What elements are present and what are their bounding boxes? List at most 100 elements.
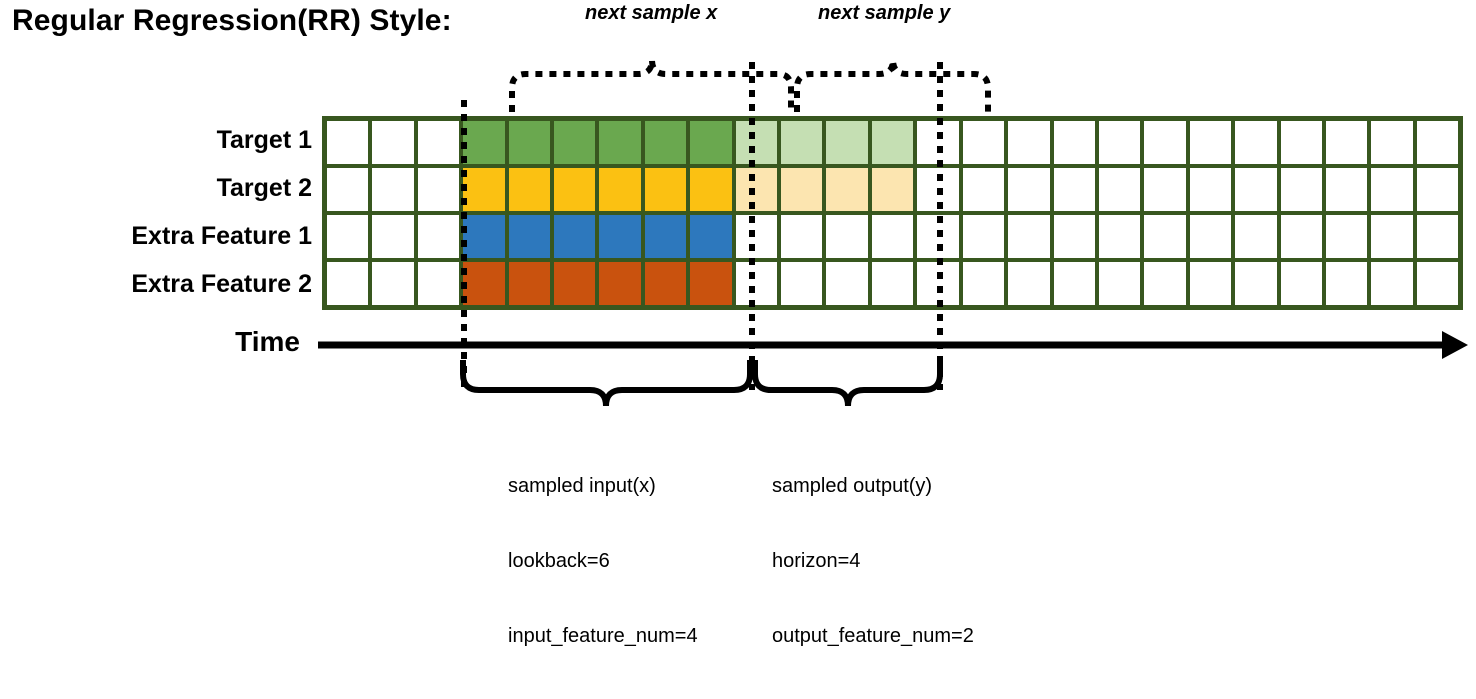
grid-row-extra-feature-1 xyxy=(327,215,1459,258)
annotation-sampled-output: sampled output(y) horizon=4 output_featu… xyxy=(772,424,974,699)
grid-cell xyxy=(1008,168,1050,211)
grid-cell xyxy=(1189,215,1232,258)
grid-cell xyxy=(1416,262,1459,305)
grid-cell xyxy=(1189,168,1232,211)
grid-cell xyxy=(781,215,823,258)
grid-cell xyxy=(508,215,551,258)
grid-cell xyxy=(463,121,505,164)
grid-cell xyxy=(917,262,959,305)
grid-cell xyxy=(1235,215,1277,258)
grid-cell xyxy=(826,168,868,211)
annotation-input-line1: sampled input(x) xyxy=(508,475,656,497)
annotation-sampled-input: sampled input(x) lookback=6 input_featur… xyxy=(508,424,698,699)
grid-cell xyxy=(735,215,778,258)
row-label-extra-feature-2: Extra Feature 2 xyxy=(131,270,312,298)
caption-next-sample-x: next sample x xyxy=(585,2,718,24)
grid-cell xyxy=(690,215,732,258)
grid-cell xyxy=(554,215,596,258)
grid-cell xyxy=(962,215,1005,258)
caption-next-sample-y: next sample y xyxy=(818,2,951,24)
grid-cell xyxy=(1280,168,1322,211)
grid-cell xyxy=(962,262,1005,305)
row-label-target-1: Target 1 xyxy=(216,126,312,154)
grid-cell xyxy=(826,215,868,258)
grid-cell xyxy=(1144,121,1186,164)
grid-cell xyxy=(1098,121,1141,164)
grid-cell xyxy=(1098,262,1141,305)
grid-cell xyxy=(1235,262,1277,305)
annotation-input-line3: input_feature_num=4 xyxy=(508,625,698,647)
annotation-output-line3: output_feature_num=2 xyxy=(772,625,974,647)
grid-cell xyxy=(1189,121,1232,164)
brace-sampled-output xyxy=(752,360,943,407)
row-label-extra-feature-1: Extra Feature 1 xyxy=(131,222,312,250)
grid-cell xyxy=(735,121,778,164)
grid-cell xyxy=(554,262,596,305)
grid-cell xyxy=(644,168,687,211)
grid-cell xyxy=(1325,168,1368,211)
grid-cell xyxy=(1235,168,1277,211)
grid-cell xyxy=(1144,215,1186,258)
grid-cell xyxy=(1008,121,1050,164)
grid-cell xyxy=(781,121,823,164)
grid-cell xyxy=(417,168,460,211)
grid-cell xyxy=(1053,262,1095,305)
grid-cell xyxy=(1325,262,1368,305)
row-label-target-2: Target 2 xyxy=(216,174,312,202)
page-title: Regular Regression(RR) Style: xyxy=(12,4,452,37)
grid-cell xyxy=(1280,121,1322,164)
grid-cell xyxy=(735,168,778,211)
grid-cell xyxy=(1325,215,1368,258)
grid-cell xyxy=(1053,215,1095,258)
grid-cell xyxy=(463,215,505,258)
grid-cell xyxy=(1189,262,1232,305)
grid-cell xyxy=(826,262,868,305)
grid-cell xyxy=(1416,168,1459,211)
grid-cell xyxy=(1280,262,1322,305)
grid-cell xyxy=(1416,215,1459,258)
grid-cell xyxy=(463,262,505,305)
grid-cell xyxy=(1098,168,1141,211)
timeline-grid xyxy=(322,116,1463,310)
time-axis-label: Time xyxy=(235,326,300,357)
grid-cell xyxy=(599,168,641,211)
grid-row-target-1 xyxy=(327,121,1459,164)
grid-cell xyxy=(327,262,369,305)
grid-cell xyxy=(871,121,914,164)
grid-cell xyxy=(871,262,914,305)
grid-cell xyxy=(1325,121,1368,164)
grid-cell xyxy=(327,121,369,164)
brace-next-sample-y xyxy=(794,59,991,112)
grid-row-target-2 xyxy=(327,168,1459,211)
grid-cell xyxy=(372,168,414,211)
grid-cell xyxy=(1053,168,1095,211)
grid-cell xyxy=(463,168,505,211)
brace-sampled-input xyxy=(460,360,753,407)
grid-cell xyxy=(962,121,1005,164)
grid-cell xyxy=(1098,215,1141,258)
grid-cell xyxy=(554,168,596,211)
grid-cell xyxy=(327,215,369,258)
grid-cell xyxy=(417,121,460,164)
grid-cell xyxy=(417,215,460,258)
grid-cell xyxy=(1280,215,1322,258)
grid-cell xyxy=(1053,121,1095,164)
grid-cell xyxy=(372,121,414,164)
grid-cell xyxy=(599,121,641,164)
grid-cell xyxy=(1008,262,1050,305)
grid-cell xyxy=(644,262,687,305)
grid-cell xyxy=(644,121,687,164)
grid-cell xyxy=(508,121,551,164)
grid-cell xyxy=(690,262,732,305)
brace-next-sample-x xyxy=(509,59,794,112)
grid-cell xyxy=(599,215,641,258)
grid-cell xyxy=(962,168,1005,211)
grid-cell xyxy=(1371,121,1413,164)
grid-cell xyxy=(644,215,687,258)
grid-cell xyxy=(917,121,959,164)
grid-row-extra-feature-2 xyxy=(327,262,1459,305)
diagram-canvas: Regular Regression(RR) Style: next sampl… xyxy=(12,2,1468,647)
annotation-output-line2: horizon=4 xyxy=(772,550,861,572)
grid-cell xyxy=(417,262,460,305)
annotation-input-line2: lookback=6 xyxy=(508,550,610,572)
